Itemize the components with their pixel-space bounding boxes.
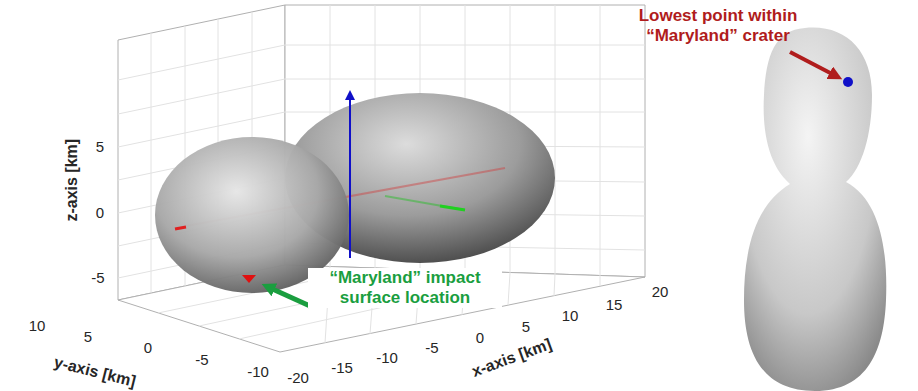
x-tick: 10 xyxy=(562,307,579,324)
y-tick: 10 xyxy=(29,317,46,334)
z-tick: -5 xyxy=(91,269,104,286)
axis-title: y-axis [km] xyxy=(52,353,138,391)
x-tick: -10 xyxy=(376,349,398,366)
x-axis-tip xyxy=(175,227,186,229)
y-tick: 0 xyxy=(144,339,152,356)
y-axis-tip xyxy=(440,206,465,210)
x-tick: 5 xyxy=(522,318,530,335)
impact-leader xyxy=(268,287,310,306)
z-tick: 5 xyxy=(96,138,104,155)
x-tick: 15 xyxy=(606,296,623,313)
shape-model xyxy=(744,28,886,391)
x-tick: -20 xyxy=(287,369,309,386)
axis-title: z-axis [km] xyxy=(63,139,81,222)
impact-marker xyxy=(242,275,256,283)
x-tick: 0 xyxy=(476,329,484,346)
y-axis-line xyxy=(385,196,465,210)
z-axis-arrow xyxy=(349,95,351,258)
annotation: Lowest point within “Maryland” crater xyxy=(618,6,818,45)
z-tick: 0 xyxy=(96,204,104,221)
x-tick: -15 xyxy=(331,359,353,376)
annotation: “Maryland” impact surface location xyxy=(308,268,502,307)
y-tick: -5 xyxy=(195,351,208,368)
x-tick: 20 xyxy=(652,283,669,300)
y-tick: -10 xyxy=(247,363,269,380)
axes-box xyxy=(118,5,645,352)
crater-leader xyxy=(790,52,836,76)
x-tick: -5 xyxy=(425,339,438,356)
grid-lines xyxy=(118,5,645,343)
y-tick: 5 xyxy=(84,328,92,345)
crater-point xyxy=(843,77,853,87)
